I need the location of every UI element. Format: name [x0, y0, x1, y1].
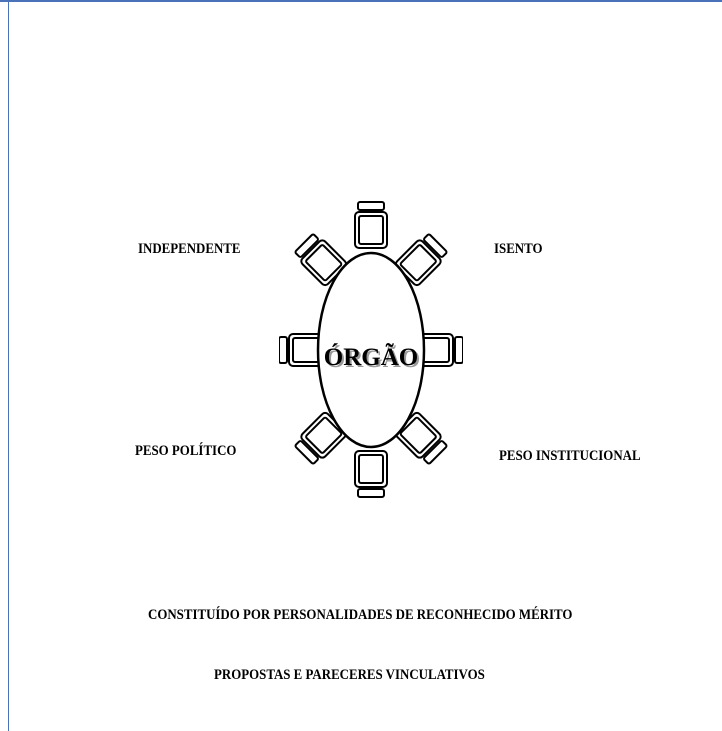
chair-bottom-icon	[354, 450, 388, 498]
label-propostas: PROPOSTAS E PARECERES VINCULATIVOS	[214, 667, 485, 683]
round-table-diagram: ÓRGÃO ÓRGÃO	[279, 201, 463, 498]
label-peso-politico: PESO POLÍTICO	[135, 443, 237, 459]
label-peso-institucional: PESO INSTITUCIONAL	[499, 448, 641, 464]
chair-top-icon	[354, 201, 388, 249]
center-label-shadow: ÓRGÃO	[326, 345, 420, 373]
label-independente: INDEPENDENTE	[138, 241, 241, 257]
label-isento: ISENTO	[494, 241, 543, 257]
center-label: ÓRGÃO	[324, 343, 418, 371]
left-border	[8, 0, 9, 731]
label-constituido: CONSTITUÍDO POR PERSONALIDADES DE RECONH…	[148, 607, 573, 623]
top-border	[0, 0, 722, 2]
round-table	[316, 251, 426, 449]
